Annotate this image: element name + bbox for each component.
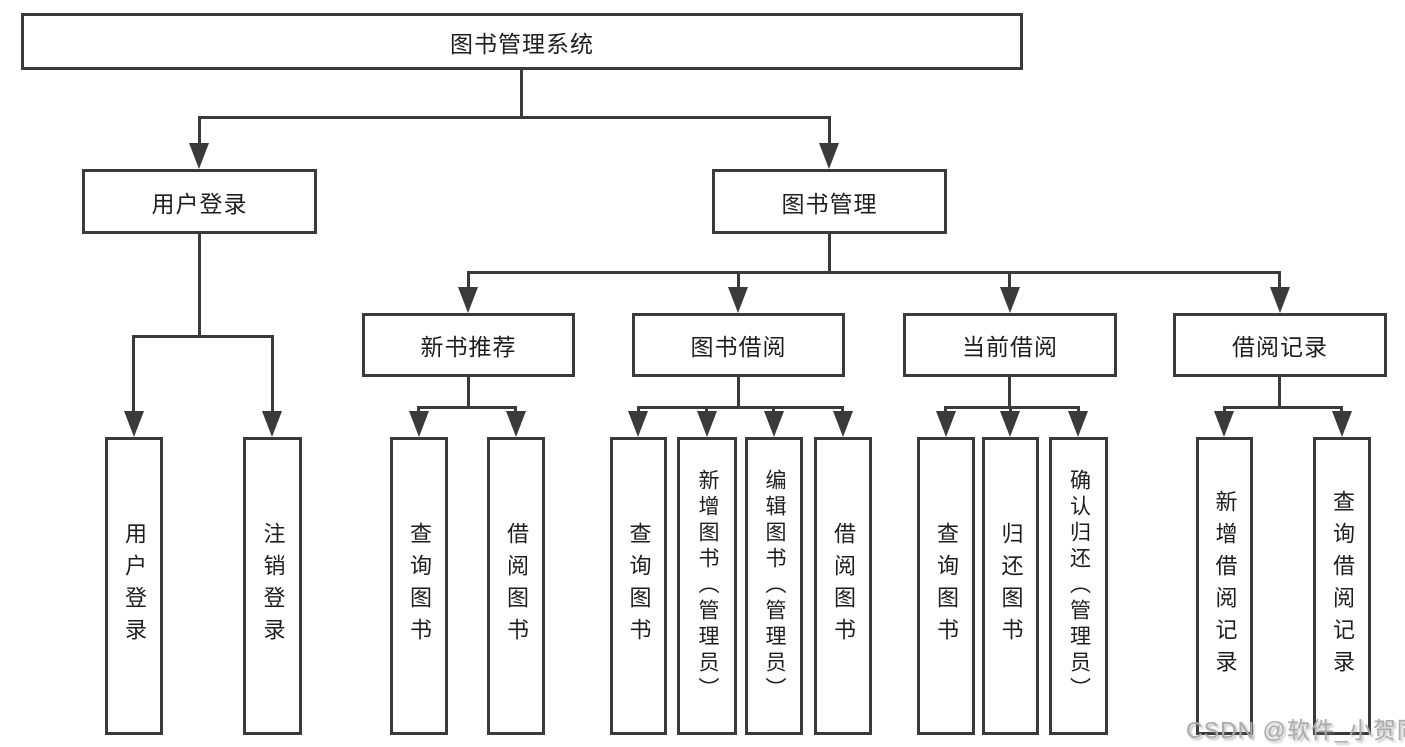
connector-line [1278, 271, 1281, 289]
connector-line [737, 377, 740, 408]
connector-line [1340, 406, 1343, 414]
arrow-down-icon [409, 411, 429, 437]
connector-line [705, 406, 708, 414]
watermark: CSDN @软件_小贺同学 [1186, 717, 1405, 743]
connector-line [1009, 406, 1012, 414]
leaf-add-book-admin: 新增图书（管理员） [677, 437, 737, 735]
arrow-down-icon [819, 143, 839, 169]
arrow-down-icon [458, 287, 478, 313]
connector-line [1008, 271, 1011, 289]
arrow-down-icon [697, 411, 717, 437]
connector-line [514, 406, 517, 414]
connector-line [198, 116, 201, 145]
leaf-add-borrow-record: 新增借阅记录 [1196, 437, 1253, 735]
leaf-borrow-books-recommend: 借阅图书 [487, 437, 545, 735]
leaf-query-books-current: 查询图书 [917, 437, 975, 735]
node-library-system: 图书管理系统 [21, 13, 1023, 70]
connector-line [520, 70, 523, 117]
connector-line [944, 406, 1080, 409]
arrow-down-icon [506, 411, 526, 437]
connector-line [467, 271, 1281, 274]
connector-line [198, 116, 831, 119]
arrow-down-icon [728, 287, 748, 313]
node-borrowing-records: 借阅记录 [1173, 313, 1387, 377]
arrow-down-icon [1270, 287, 1290, 313]
leaf-user-login: 用户登录 [105, 437, 163, 735]
leaf-confirm-return-admin: 确认归还（管理员） [1049, 437, 1108, 735]
connector-line [198, 234, 201, 336]
connector-line [637, 406, 640, 414]
connector-line [1077, 406, 1080, 414]
connector-line [271, 335, 274, 413]
arrow-down-icon [833, 411, 853, 437]
leaf-edit-book-admin: 编辑图书（管理员） [745, 437, 803, 735]
node-user-login: 用户登录 [82, 169, 317, 234]
connector-line [132, 335, 274, 338]
connector-line [637, 406, 844, 409]
connector-line [467, 271, 470, 289]
leaf-borrow-books-borrowing: 借阅图书 [814, 437, 872, 735]
arrow-down-icon [764, 411, 784, 437]
arrow-down-icon [1214, 411, 1234, 437]
arrow-down-icon [1332, 411, 1352, 437]
connector-line [417, 406, 517, 409]
connector-line [1223, 406, 1226, 414]
leaf-logout: 注销登录 [243, 437, 302, 735]
arrow-down-icon [189, 143, 209, 169]
connector-line [417, 406, 420, 414]
node-book-borrowing: 图书借阅 [632, 313, 845, 377]
connector-line [467, 377, 470, 408]
arrow-down-icon [124, 411, 144, 437]
arrow-down-icon [1068, 411, 1088, 437]
node-book-management: 图书管理 [712, 169, 947, 234]
arrow-down-icon [262, 411, 282, 437]
connector-line [828, 116, 831, 145]
leaf-query-borrow-record: 查询借阅记录 [1313, 437, 1371, 735]
arrow-down-icon [936, 411, 956, 437]
node-current-borrowing: 当前借阅 [903, 313, 1117, 377]
leaf-query-books-borrowing: 查询图书 [610, 437, 667, 735]
connector-line [1278, 377, 1281, 408]
connector-line [1223, 406, 1343, 409]
connector-line [944, 406, 947, 414]
node-new-book-recommend: 新书推荐 [362, 313, 575, 377]
leaf-query-books-recommend: 查询图书 [390, 437, 448, 735]
leaf-return-book: 归还图书 [982, 437, 1039, 735]
arrow-down-icon [1000, 287, 1020, 313]
connector-line [737, 271, 740, 289]
connector-line [841, 406, 844, 414]
arrow-down-icon [628, 411, 648, 437]
arrow-down-icon [1000, 411, 1020, 437]
connector-line [828, 234, 831, 274]
connector-line [1008, 377, 1011, 408]
connector-line [772, 406, 775, 414]
connector-line [132, 335, 135, 413]
